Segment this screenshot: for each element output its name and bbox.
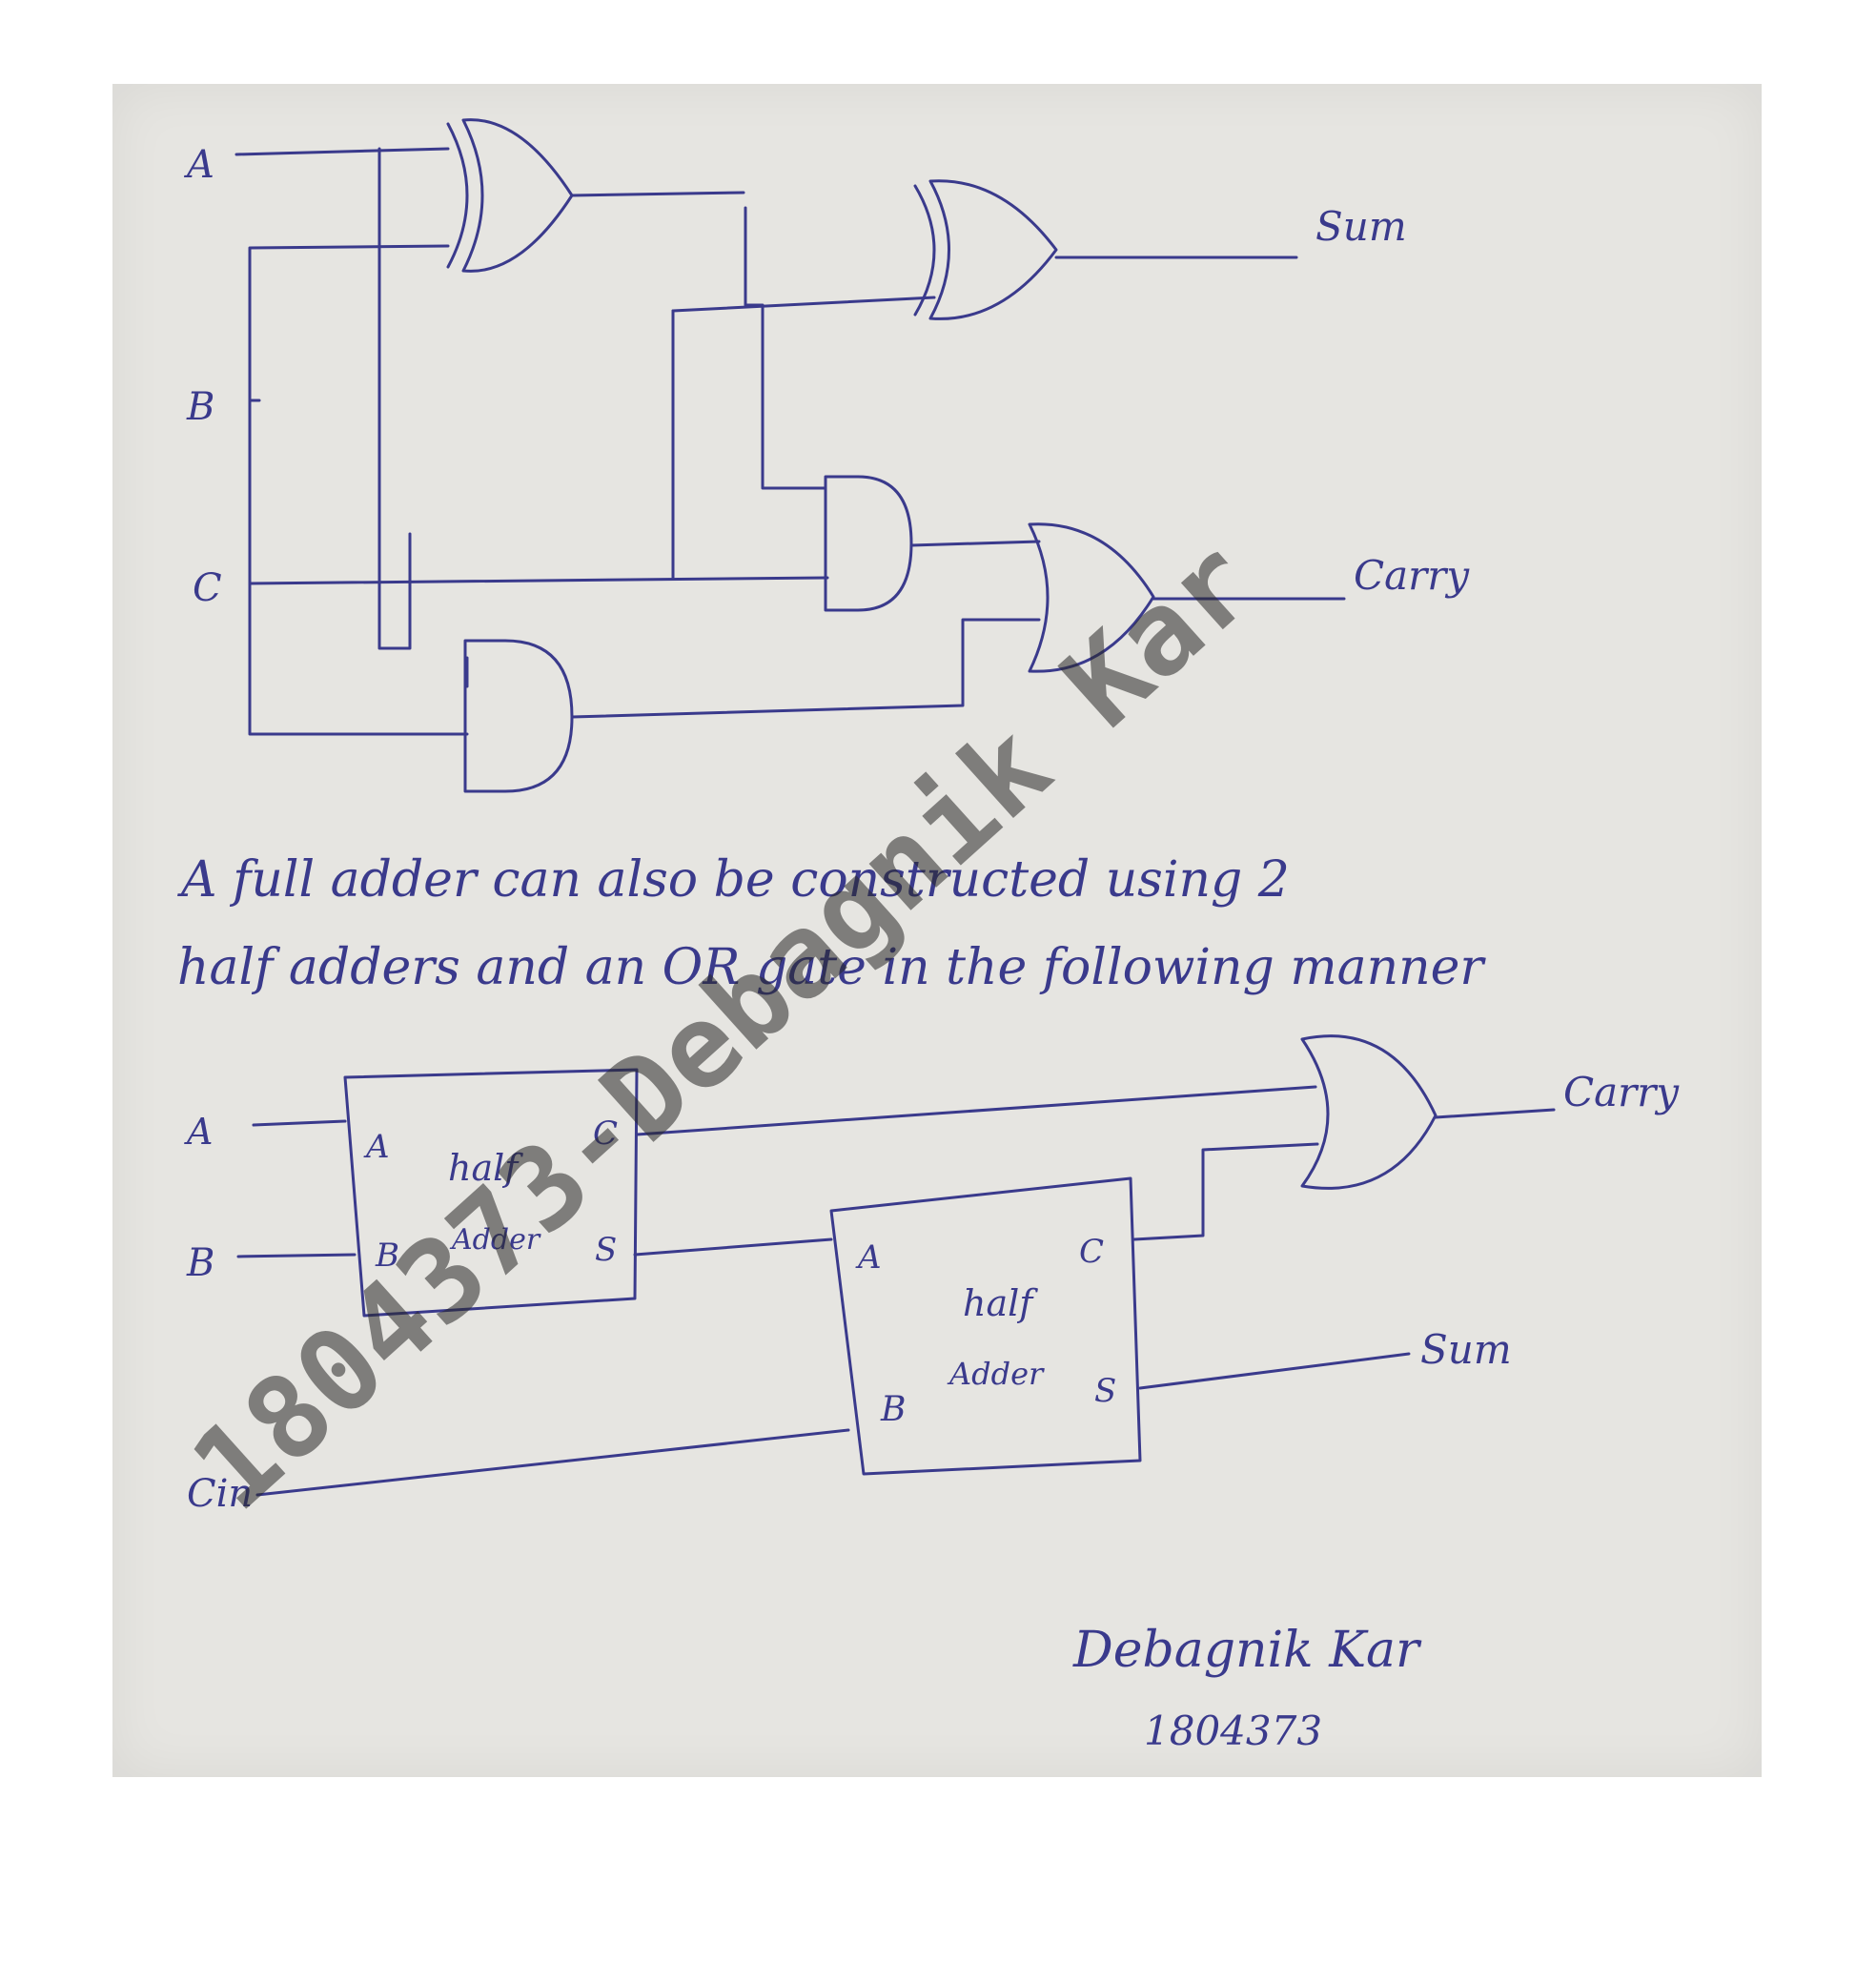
or-gate (1028, 522, 1155, 673)
ha1-pin-s: S (595, 1231, 617, 1269)
ha2-title-line1: half (963, 1282, 1038, 1324)
xor2-gate (928, 179, 1058, 320)
wire2-ha1-s-to-ha2 (633, 1237, 833, 1257)
output2-label-carry: Carry (1563, 1069, 1680, 1115)
half-adder-2-box (829, 1176, 1142, 1476)
wire-and1-out (909, 540, 1041, 547)
wire-xor1-to-and (744, 206, 827, 490)
output-label-carry: Carry (1354, 552, 1470, 599)
xor2-back-curve (913, 184, 936, 317)
input-label-b: B (186, 385, 214, 429)
input2-label-b: B (186, 1241, 214, 1285)
signature-name: Debagnik Kar (1072, 1622, 1422, 1679)
output-label-sum: Sum (1315, 203, 1407, 250)
xor1-back-curve (446, 122, 469, 269)
wire-b (248, 244, 469, 736)
input-label-c: C (193, 566, 222, 610)
input2-label-a: A (184, 1111, 213, 1153)
paper-sheet (112, 84, 1762, 1777)
wire2-ha1-c-to-or (635, 1085, 1317, 1136)
ha1-pin-b: B (375, 1237, 399, 1275)
note-line-2: half adders and an OR gate in the follow… (177, 939, 1486, 996)
ha1-title-line1: half (448, 1147, 523, 1189)
ha2-pin-c: C (1079, 1233, 1104, 1271)
input-label-a: A (183, 143, 214, 187)
ha1-pin-a: A (363, 1128, 390, 1166)
and1-gate (824, 475, 913, 612)
ha2-pin-b: B (880, 1390, 906, 1429)
full-adder-gate-circuit: A B C Sum Carry (183, 118, 1470, 793)
wire2-ha2-c-to-or (1132, 1142, 1319, 1241)
wire-a-branch (377, 147, 412, 650)
wire2-ha2-s-out (1138, 1352, 1411, 1390)
input2-label-cin: Cin (187, 1472, 253, 1516)
and2-gate (463, 639, 574, 793)
wire2-cin (255, 1428, 850, 1497)
ha2-title-line2: Adder (947, 1356, 1045, 1392)
wire-c (248, 576, 829, 585)
ha2-pin-a: A (855, 1238, 882, 1277)
wire-c-to-xor2 (671, 296, 936, 313)
wire2-b (236, 1253, 357, 1258)
wire-and2-out (570, 618, 1041, 719)
ha2-pin-s: S (1094, 1372, 1116, 1410)
ha1-pin-c: C (593, 1114, 618, 1153)
full-adder-half-adder-circuit: A B Cin Carry Sum A B C S half Adder A B… (184, 1034, 1680, 1516)
wire2-carry-out (1434, 1108, 1556, 1119)
wire-xor1-out (570, 191, 745, 197)
half-adder-1-box (343, 1068, 639, 1318)
signature-id: 1804373 (1144, 1707, 1322, 1754)
ha1-title-line2: Adder (449, 1223, 541, 1257)
output2-label-sum: Sum (1420, 1326, 1512, 1373)
wire2-a (252, 1119, 347, 1127)
or2-gate (1300, 1034, 1438, 1190)
xor1-gate (461, 118, 574, 273)
note-line-1: A full adder can also be constructed usi… (177, 851, 1290, 909)
wire-a (234, 147, 450, 156)
